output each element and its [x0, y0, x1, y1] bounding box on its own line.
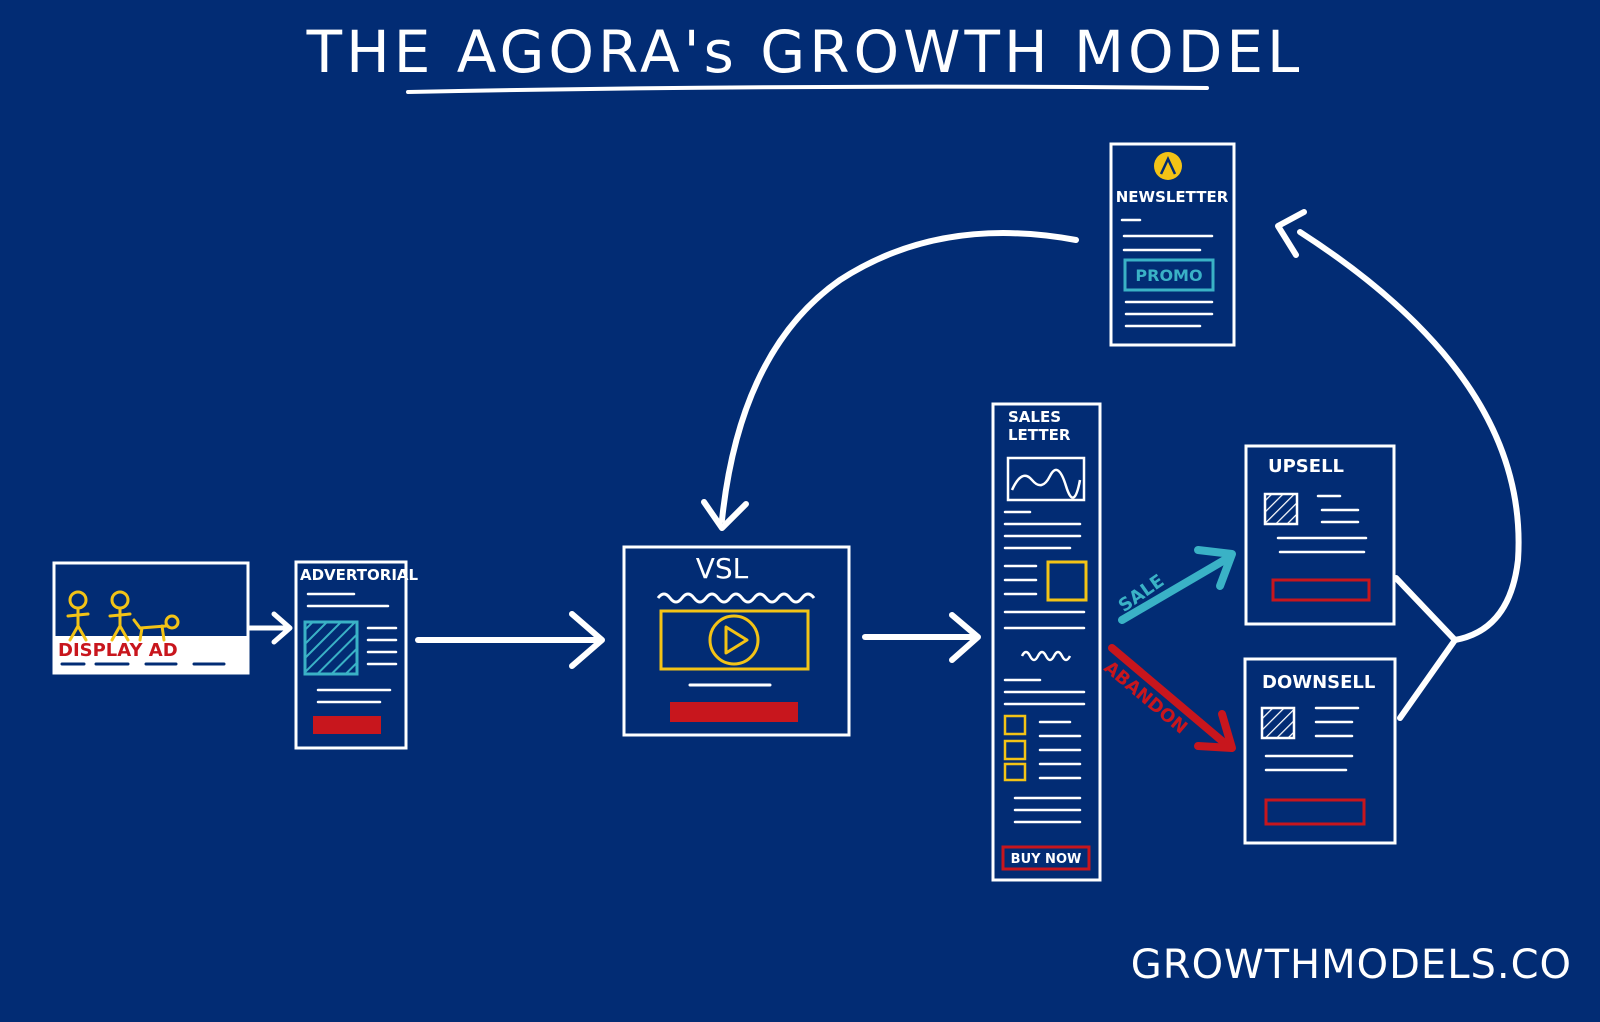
arrow-ad-to-advertorial [247, 611, 293, 645]
newsletter-label: NEWSLETTER [1116, 188, 1229, 206]
upsell-node: UPSELL [1244, 444, 1396, 626]
arrow-vsl-to-sales-letter [862, 612, 981, 663]
downsell-node: DOWNSELL [1243, 657, 1397, 845]
sales-letter-label-2: LETTER [1008, 426, 1071, 444]
cta-button [1264, 798, 1366, 826]
vsl-label: VSL [696, 552, 749, 585]
display-ad-label: DISPLAY AD [58, 640, 178, 661]
newsletter-node: NEWSLETTER PROMO [1109, 142, 1236, 347]
advertorial-label: ADVERTORIAL [300, 566, 419, 584]
buy-now-label: BUY NOW [1011, 852, 1082, 867]
stick-figures-icon [66, 590, 180, 642]
chart-thumbnail-icon [1006, 456, 1086, 502]
buy-now-button [1001, 845, 1091, 871]
page-title: THE AGORA's GROWTH MODEL [306, 18, 1304, 86]
promo-label: PROMO [1135, 266, 1202, 285]
vsl-node: VSL [622, 545, 851, 737]
arrow-abandon [1108, 644, 1236, 752]
arrow-sale [1118, 546, 1236, 624]
image-placeholder-icon [303, 620, 359, 676]
footer-brand: GROWTHMODELS.CO [1131, 942, 1572, 988]
cta-button [670, 702, 798, 722]
sales-letter-node: SALES LETTER [991, 402, 1102, 882]
image-placeholder-icon [1260, 706, 1296, 740]
arrow-newsletter-to-vsl [701, 230, 1079, 531]
display-ad-node: DISPLAY AD [52, 561, 250, 675]
arrow-advertorial-to-vsl [415, 611, 605, 669]
promo-button [1123, 258, 1215, 292]
cta-button [313, 716, 381, 734]
play-icon [708, 614, 760, 666]
image-placeholder-icon [1263, 492, 1299, 526]
upsell-label: UPSELL [1268, 456, 1344, 477]
downsell-label: DOWNSELL [1262, 672, 1375, 693]
sales-letter-label-1: SALES [1008, 408, 1061, 426]
cta-button [1271, 578, 1371, 602]
advertorial-node: ADVERTORIAL [294, 560, 419, 750]
title-underline [406, 84, 1209, 94]
arrow-offers-to-newsletter [1275, 209, 1522, 721]
video-player [659, 609, 810, 671]
abandon-label: ABANDON [1100, 657, 1192, 739]
